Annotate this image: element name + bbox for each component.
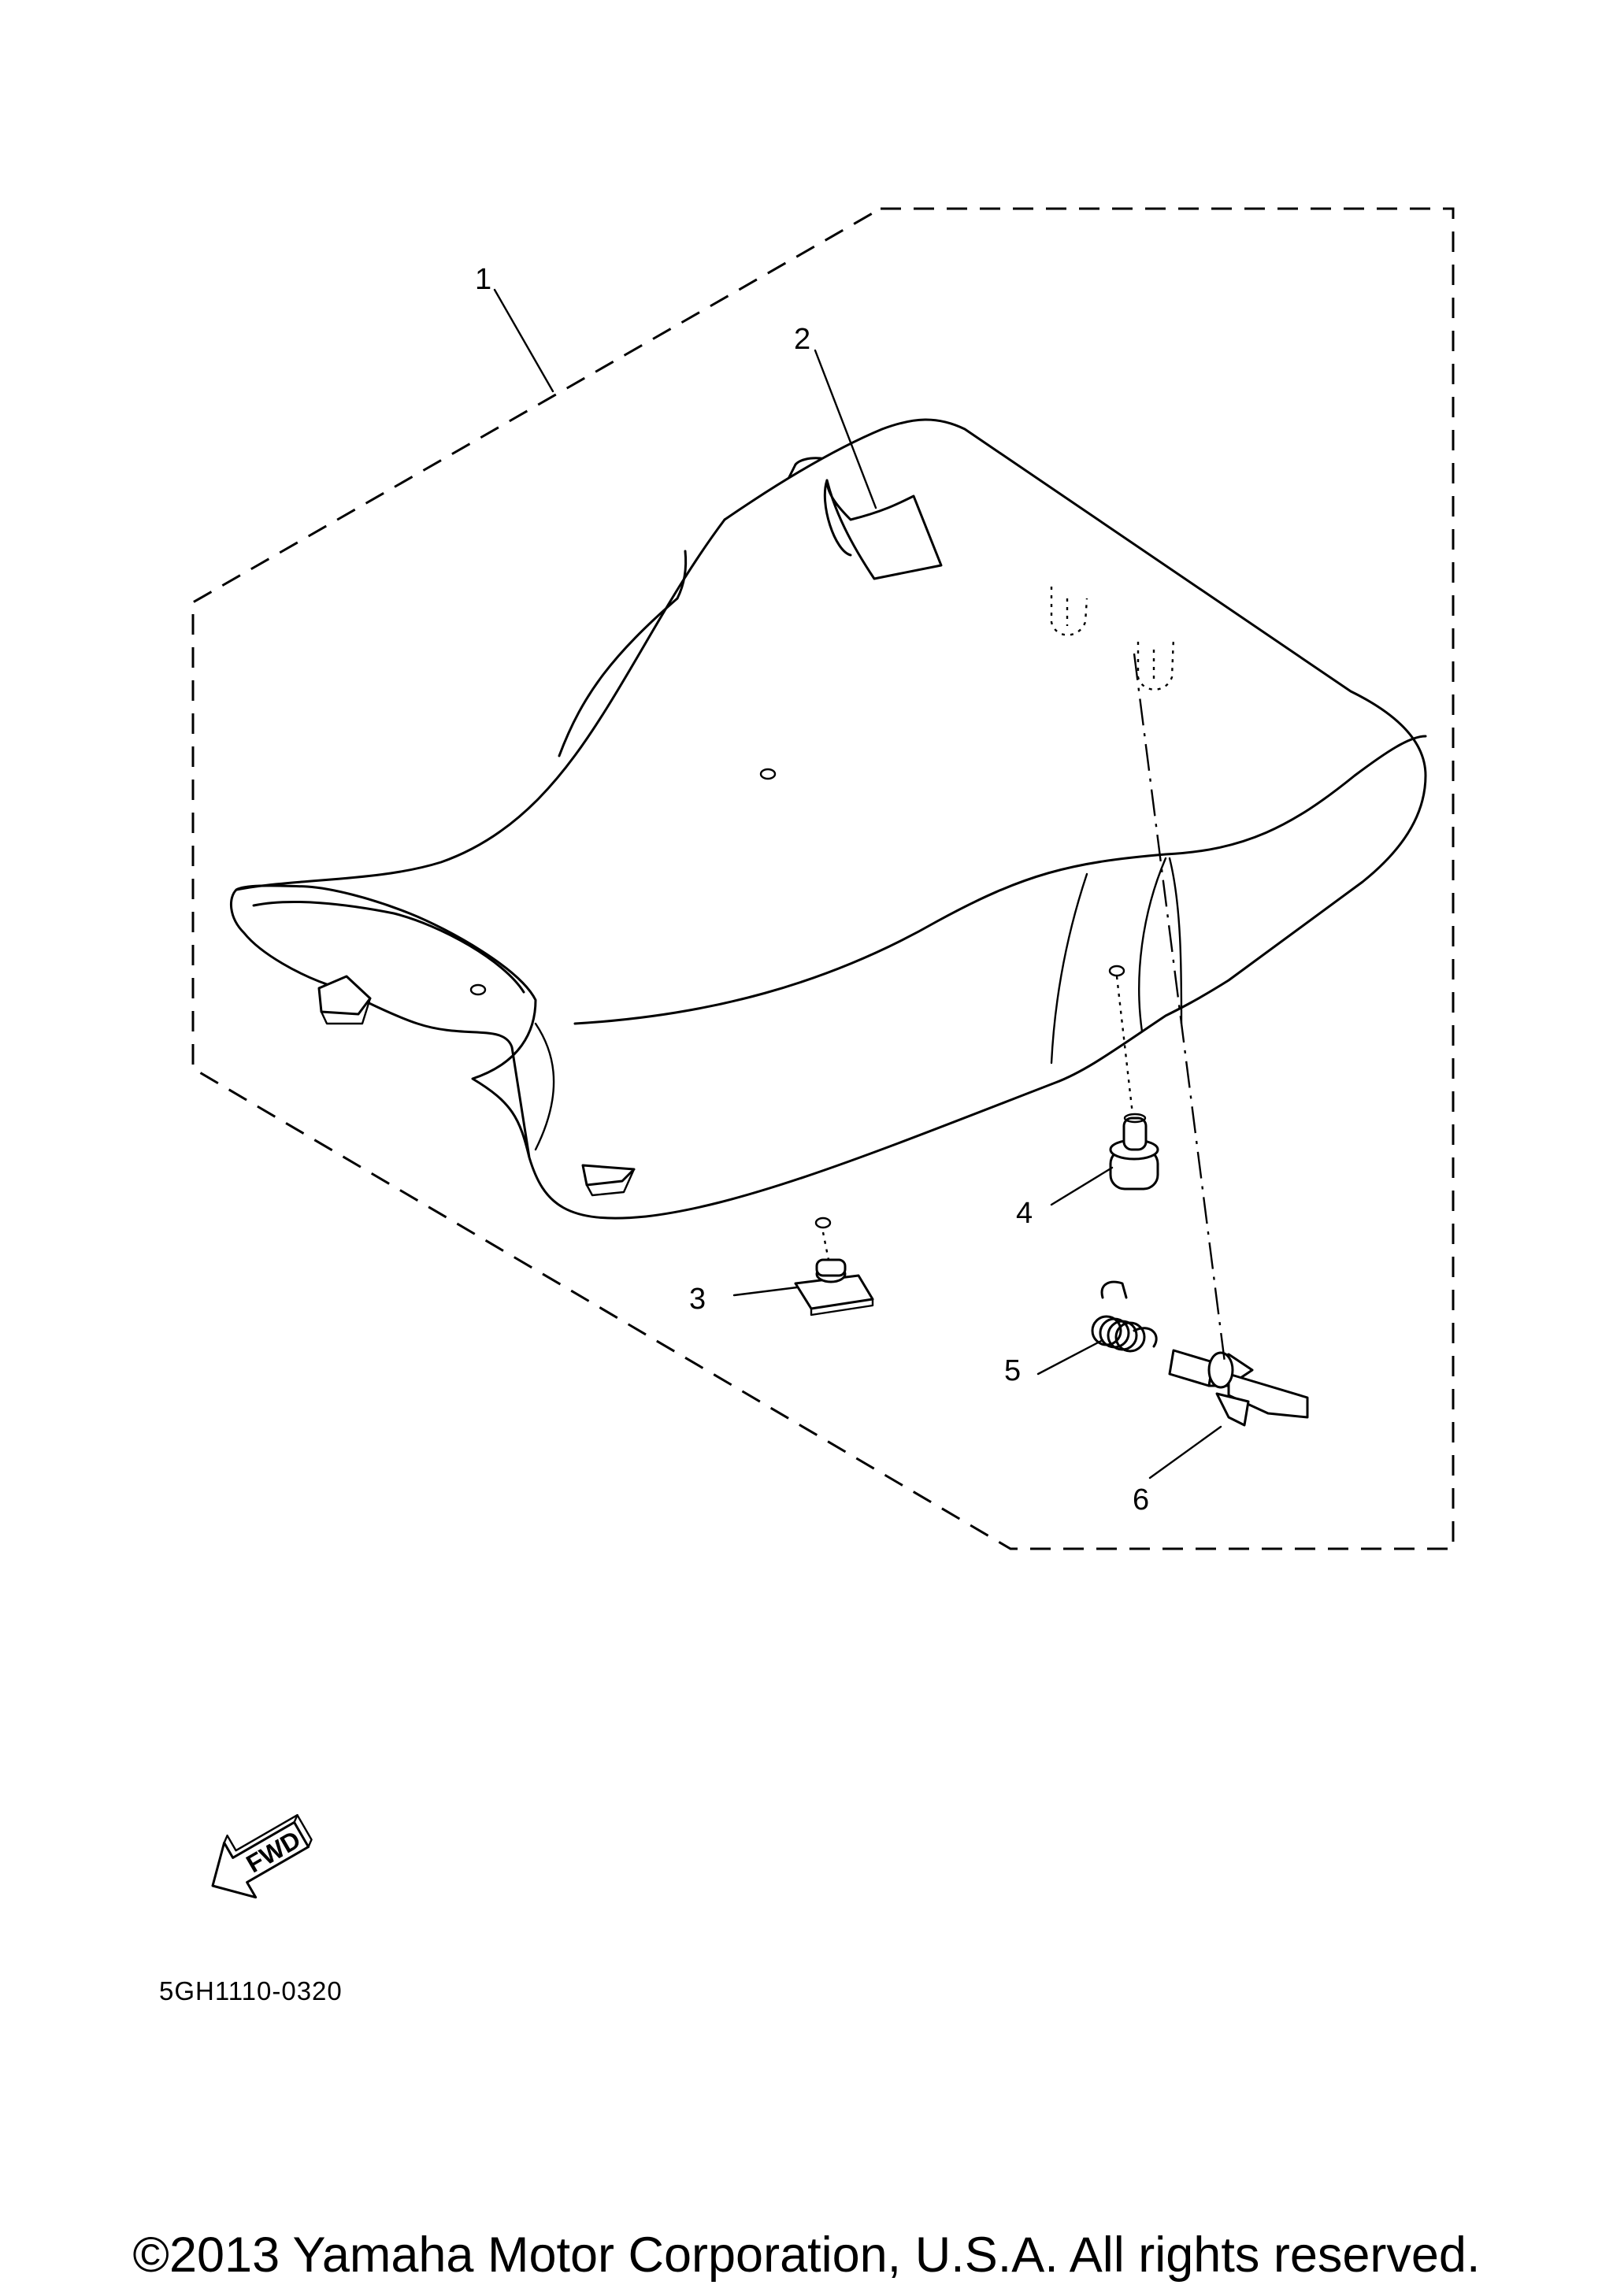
- part-clip-nut: [794, 1258, 874, 1316]
- callout-2: 2: [794, 323, 810, 356]
- callout-1: 1: [475, 263, 491, 296]
- fwd-arrow-icon: FWD: [211, 1814, 313, 1899]
- callout-5: 5: [1004, 1354, 1021, 1387]
- leader-lines: [493, 288, 1222, 1479]
- callout-4: 4: [1016, 1197, 1033, 1230]
- part-damper: [1109, 1113, 1159, 1191]
- copyright-notice: ©2013 Yamaha Motor Corporation, U.S.A. A…: [132, 2227, 1481, 2283]
- seat-illustration: [229, 418, 1427, 1229]
- callout-6: 6: [1133, 1483, 1149, 1516]
- diagram-code: 5GH1110-0320: [159, 1976, 343, 2005]
- callout-3: 3: [689, 1283, 706, 1316]
- part-lock-pin: [1168, 1349, 1309, 1427]
- part-spring: [1091, 1280, 1158, 1353]
- assembly-boundary: [191, 207, 1455, 1550]
